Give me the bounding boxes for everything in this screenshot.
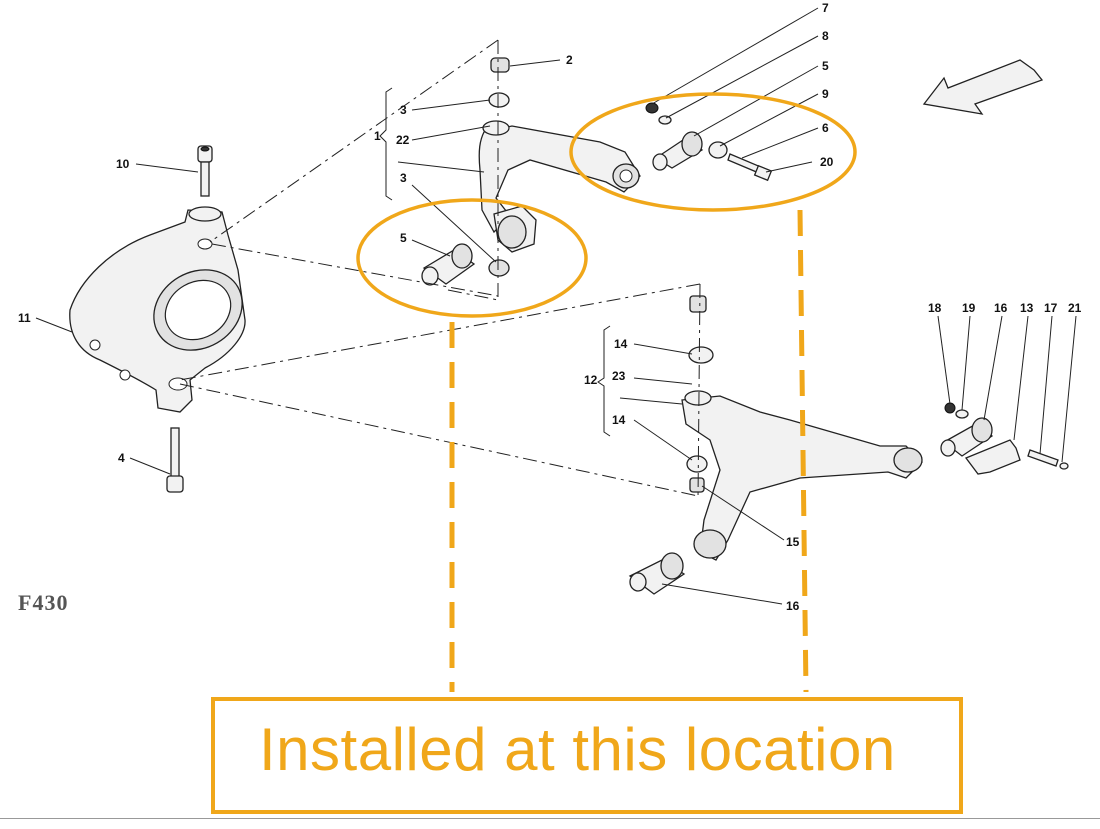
bushing-5-left [421,243,476,286]
label-2: 2 [566,53,573,67]
label-20: 20 [820,155,834,169]
highlight-oval-right [569,92,857,212]
label-21: 21 [1068,301,1082,315]
label-14-top: 14 [614,337,628,351]
highlight-markers [356,92,857,693]
bolt-10 [197,145,213,197]
washer-3-lower [488,259,510,277]
label-23: 23 [612,369,626,383]
label-12: 12 [584,373,598,387]
washer-3-upper [488,92,510,108]
label-16-bottom: 16 [786,599,800,613]
nut-2 [490,57,510,73]
steering-knuckle [69,206,246,413]
caption-box: Installed at this location [211,697,963,814]
leader-lines [35,7,1077,605]
label-22: 22 [396,133,410,147]
lower-arm-rear-fixings [940,402,1069,475]
direction-arrow-icon [922,59,1044,115]
guide-line-right [797,209,809,693]
label-9: 9 [822,87,829,101]
label-4: 4 [118,451,125,465]
label-5-left: 5 [400,231,407,245]
bolt-4 [166,427,184,493]
label-16-right: 16 [994,301,1008,315]
label-15: 15 [786,535,800,549]
label-3-top: 3 [400,103,407,117]
label-1: 1 [374,129,381,143]
label-7: 7 [822,1,829,15]
assembly-lines [179,39,701,501]
caption-text: Installed at this location [259,716,896,783]
label-8: 8 [822,29,829,43]
label-18: 18 [928,301,942,315]
upper-arm-rear-fixings [645,102,773,182]
label-17: 17 [1044,301,1058,315]
bush-upper-14-cap [689,295,707,313]
washer-14-upper [688,346,714,364]
upper-control-arm [478,120,641,253]
label-3-mid: 3 [400,171,407,185]
bottom-divider [0,818,1100,819]
part-number-labels: 7 8 5 9 6 20 2 3 1 22 3 5 10 11 4 14 12 … [18,1,1082,613]
label-10: 10 [116,157,130,171]
model-logo: F430 [18,590,69,615]
label-6: 6 [822,121,829,135]
label-5-right: 5 [822,59,829,73]
bush-15 [689,477,705,493]
label-11: 11 [18,311,31,325]
lower-control-arm [681,390,923,561]
label-19: 19 [962,301,976,315]
highlight-oval-left [356,198,588,318]
bushing-16-lower [628,552,686,595]
label-14-bottom: 14 [612,413,626,427]
label-13: 13 [1020,301,1034,315]
